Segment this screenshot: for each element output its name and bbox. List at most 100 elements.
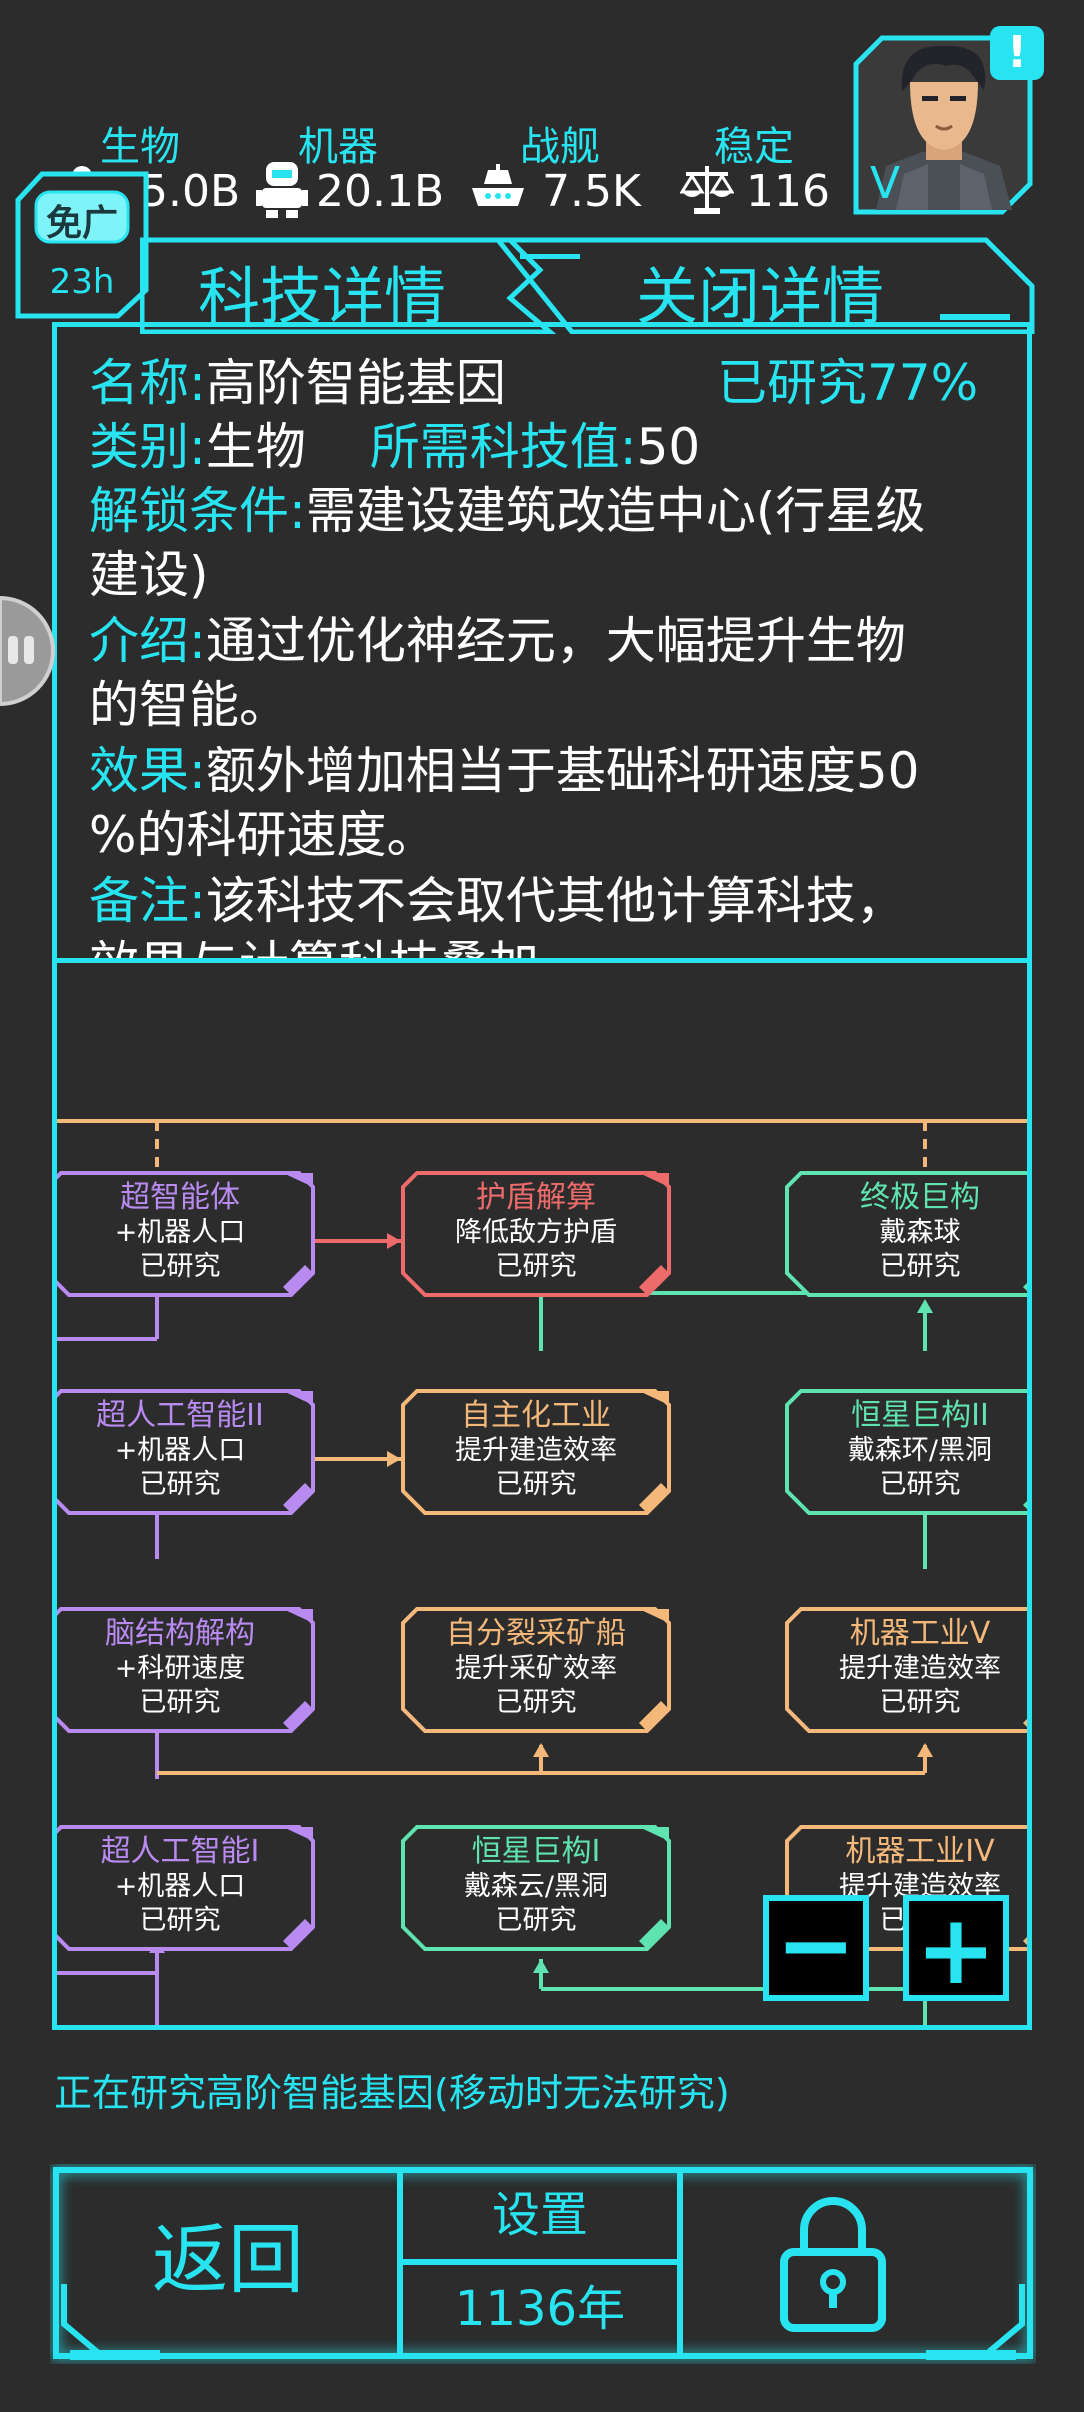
bottom-bar-frame	[51, 2165, 1035, 2361]
ad-free-label: 免广	[45, 203, 118, 244]
resource-label-ship: 战舰	[520, 124, 600, 170]
node-line2: 已研究	[140, 1251, 221, 1282]
detail-effect-key: 效果:	[89, 742, 206, 800]
node-title: 超人工智能I	[101, 1834, 260, 1869]
node-title: 超智能体	[120, 1180, 240, 1215]
detail-effect-value: 额外增加相当于基础科研速度50	[205, 742, 920, 800]
tab-bar-frame	[140, 237, 1035, 334]
resource-value-stability: 116	[746, 166, 830, 217]
node-line2: 已研究	[140, 1469, 221, 1500]
tech-detail-panel: 名称:高阶智能基因 已研究77% 类别:生物 所需科技值:50 解锁条件:需建设…	[52, 322, 1032, 962]
settings-button[interactable]: 设置	[491, 2187, 588, 2243]
node-title: 机器工业V	[850, 1616, 991, 1651]
node-line1: 提升采矿效率	[455, 1653, 617, 1684]
node-line1: +机器人口	[115, 1871, 246, 1902]
node-title: 超人工智能II	[96, 1398, 264, 1433]
ad-free-timer: 23h	[49, 262, 115, 302]
detail-unlock-key: 解锁条件:	[89, 482, 306, 540]
resource-label-stability: 稳定	[714, 124, 794, 170]
node-title: 护盾解算	[476, 1180, 596, 1215]
ship-icon	[472, 164, 524, 206]
tech-tree-canvas[interactable]: 超智能体+机器人口已研究护盾解算降低敌方护盾已研究终极巨构戴森球已研究超人工智能…	[57, 963, 1027, 2025]
node-line2: 已研究	[880, 1251, 961, 1282]
node-title: 脑结构解构	[105, 1616, 255, 1651]
node-line2: 已研究	[140, 1905, 221, 1936]
detail-note-row: 备注:该科技不会取代其他计算科技，	[89, 869, 906, 933]
node-title: 自主化工业	[461, 1398, 611, 1433]
detail-type-key: 类别:	[89, 418, 206, 476]
node-line1: 降低敌方护盾	[455, 1217, 617, 1248]
node-line2: 已研究	[496, 1469, 577, 1500]
detail-progress: 已研究77%	[717, 354, 979, 412]
node-line2: 已研究	[496, 1687, 577, 1718]
scale-icon	[680, 166, 734, 214]
detail-note-value-cont: 效果与计算科技叠加	[89, 933, 539, 962]
node-line1: 戴森云/黑洞	[464, 1871, 608, 1902]
detail-unlock-row: 解锁条件:需建设建筑改造中心(行星级	[89, 479, 925, 543]
detail-cost-key: 所需科技值:	[369, 418, 637, 476]
node-line1: 提升建造效率	[455, 1435, 617, 1466]
detail-name-row: 名称:高阶智能基因	[89, 351, 506, 415]
node-title: 终极巨构	[860, 1180, 980, 1215]
node-line1: 戴森球	[880, 1217, 961, 1248]
ad-free-badge[interactable]: 免广 23h	[14, 170, 150, 320]
commander-level: V	[870, 158, 901, 209]
resource-value-ship: 7.5K	[542, 166, 641, 217]
node-line2: 已研究	[496, 1905, 577, 1936]
zoom-out-button[interactable]: −	[763, 1895, 869, 2001]
resource-label-bio: 生物	[100, 124, 180, 170]
node-line1: +机器人口	[115, 1217, 246, 1248]
node-title: 恒星巨构I	[472, 1834, 601, 1869]
node-line2: 已研究	[496, 1251, 577, 1282]
zoom-in-button[interactable]: +	[903, 1895, 1009, 2001]
commander-avatar[interactable]	[852, 34, 1034, 216]
detail-note-value: 该科技不会取代其他计算科技，	[205, 872, 906, 930]
resource-value-machine: 20.1B	[316, 166, 445, 217]
back-button[interactable]: 返回	[152, 2215, 304, 2304]
node-line2: 已研究	[880, 1469, 961, 1500]
detail-effect-value-cont: %的科研速度。	[89, 806, 437, 864]
detail-cost-value: 50	[636, 418, 701, 476]
node-line1: +机器人口	[115, 1435, 246, 1466]
robot-icon	[256, 162, 308, 218]
detail-note-key: 备注:	[89, 872, 206, 930]
detail-type-value: 生物	[205, 418, 306, 476]
detail-intro-row: 介绍:通过优化神经元，大幅提升生物	[89, 609, 906, 673]
node-title: 机器工业IV	[845, 1834, 995, 1869]
detail-intro-key: 介绍:	[89, 612, 206, 670]
research-status-text: 正在研究高阶智能基因(移动时无法研究)	[54, 2071, 730, 2115]
node-line1: 戴森环/黑洞	[848, 1435, 992, 1466]
node-title: 自分裂采矿船	[446, 1616, 626, 1651]
detail-effect-row: 效果:额外增加相当于基础科研速度50	[89, 739, 919, 803]
floating-menu-handle[interactable]	[0, 596, 56, 706]
lock-button[interactable]	[778, 2196, 888, 2332]
node-line2: 已研究	[140, 1687, 221, 1718]
detail-unlock-value: 需建设建筑改造中心(行星级	[305, 482, 926, 540]
tab-close-detail[interactable]: 关闭详情	[636, 260, 885, 333]
tab-tech-detail[interactable]: 科技详情	[198, 260, 447, 333]
detail-name-key: 名称:	[89, 354, 206, 412]
detail-intro-value: 通过优化神经元，大幅提升生物	[205, 612, 906, 670]
resource-label-machine: 机器	[298, 124, 378, 170]
detail-name-value: 高阶智能基因	[205, 354, 506, 412]
node-line1: 提升建造效率	[839, 1653, 1001, 1684]
detail-type-row: 类别:生物 所需科技值:50	[89, 415, 700, 479]
node-line1: +科研速度	[115, 1653, 246, 1684]
year-display: 1136年	[454, 2281, 626, 2337]
alert-badge[interactable]: !	[990, 26, 1044, 80]
tech-tree-panel[interactable]: 超智能体+机器人口已研究护盾解算降低敌方护盾已研究终极巨构戴森球已研究超人工智能…	[52, 958, 1032, 2030]
detail-intro-value-cont: 的智能。	[89, 676, 289, 734]
detail-unlock-value-cont: 建设)	[89, 546, 209, 604]
node-title: 恒星巨构II	[851, 1398, 989, 1433]
